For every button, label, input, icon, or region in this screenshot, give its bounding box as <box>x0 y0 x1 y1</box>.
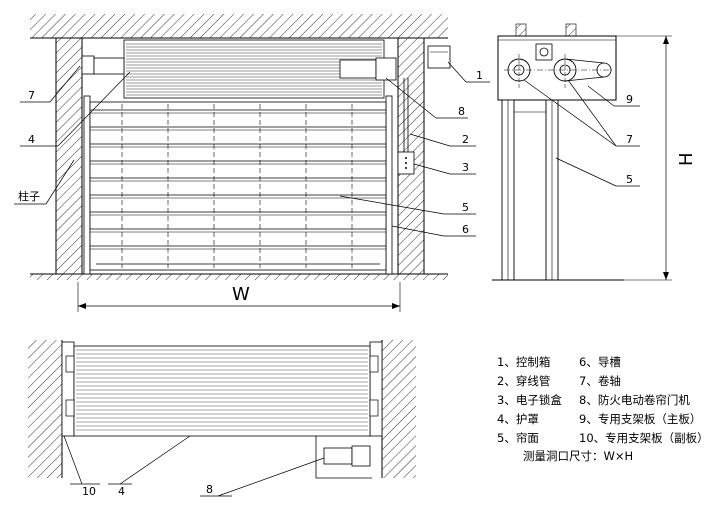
legend-footer: 测量洞口尺寸：W×H <box>523 449 634 463</box>
plan-right-wall <box>382 340 416 478</box>
legend-item: 3、电子锁盒 <box>497 392 562 407</box>
legend-item: 9、专用支架板（主板） <box>579 411 702 426</box>
left-bracket <box>81 55 95 75</box>
label-8: 8 <box>458 105 465 118</box>
motor-flange <box>375 57 397 81</box>
legend-item: 5、帘面 <box>497 430 539 445</box>
parts-legend: 1、控制箱 6、导槽 2、穿线管 7、卷轴 3、电子锁盒 8、防火电动卷帘门机 … <box>497 352 717 464</box>
front-view: W 7 4 柱子 1 8 2 3 5 6 <box>14 14 490 312</box>
legend-item: 1、控制箱 <box>497 354 551 369</box>
side-label-5: 5 <box>626 173 633 186</box>
plan-label-8: 8 <box>206 483 213 496</box>
label-6: 6 <box>462 223 469 236</box>
legend-row: 5、帘面 10、专用支架板（副板） <box>497 428 717 447</box>
support-plate <box>497 35 617 101</box>
label-4: 4 <box>28 133 35 146</box>
legend-item: 10、专用支架板（副板） <box>579 430 709 445</box>
legend-item: 7、卷轴 <box>579 373 621 388</box>
legend-item: 4、护罩 <box>497 411 539 426</box>
plan-label-4: 4 <box>118 485 125 498</box>
label-column: 柱子 <box>18 189 40 203</box>
legend-item: 6、导槽 <box>579 354 621 369</box>
curtain-slats <box>90 109 386 250</box>
label-3: 3 <box>462 161 469 174</box>
plan-view: 10 4 8 <box>28 340 416 498</box>
motor <box>339 59 377 79</box>
label-1: 1 <box>476 69 483 82</box>
floor-hatch <box>30 274 448 280</box>
side-view: H 9 7 5 <box>492 23 697 281</box>
label-2: 2 <box>462 133 469 146</box>
legend-row: 3、电子锁盒 8、防火电动卷帘门机 <box>497 390 717 409</box>
curtain-dash-columns <box>121 104 353 268</box>
plan-label-10: 10 <box>82 485 96 498</box>
right-guide-rail <box>385 95 393 275</box>
ceiling-hatch <box>30 14 448 38</box>
hood-lines <box>126 43 382 96</box>
height-label: H <box>676 152 697 166</box>
plan-lines <box>76 349 368 431</box>
plan-left-wall <box>28 340 62 478</box>
width-label: W <box>232 284 250 305</box>
control-box <box>427 45 451 69</box>
plan-motor <box>323 447 353 465</box>
label-7: 7 <box>28 89 35 102</box>
plan-curtain-roll <box>73 345 371 437</box>
left-guide-rail <box>83 95 91 275</box>
legend-row: 1、控制箱 6、导槽 <box>497 352 717 371</box>
side-label-9: 9 <box>626 93 633 106</box>
legend-item: 2、穿线管 <box>497 373 551 388</box>
left-column <box>56 38 82 274</box>
legend-row: 4、护罩 9、专用支架板（主板） <box>497 409 717 428</box>
legend-item: 8、防火电动卷帘门机 <box>579 392 690 407</box>
legend-row: 2、穿线管 7、卷轴 <box>497 371 717 390</box>
side-label-7: 7 <box>626 133 633 146</box>
label-5: 5 <box>462 201 469 214</box>
shaft-left <box>93 57 125 75</box>
